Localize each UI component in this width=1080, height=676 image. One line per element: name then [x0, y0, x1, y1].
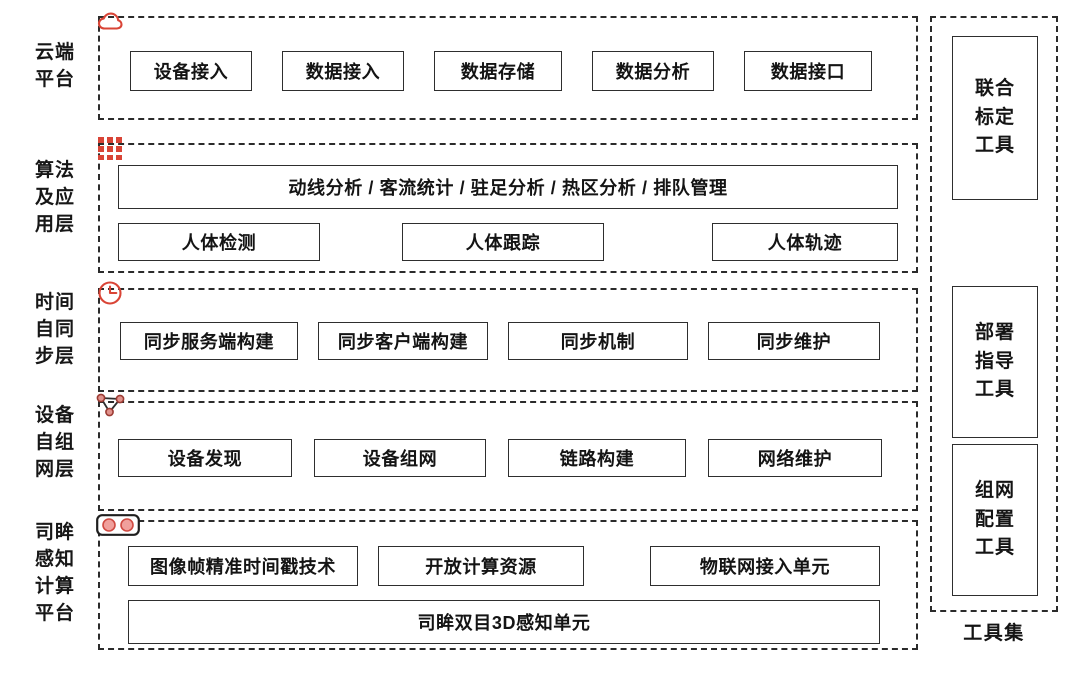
tool-box-network-config-tool[interactable]: 组网配置工具 — [952, 444, 1038, 596]
module-box[interactable]: 网络维护 — [708, 439, 882, 477]
binocular-icon — [96, 514, 140, 536]
layer-label-line: 自同 — [34, 318, 75, 340]
module-box[interactable]: 链路构建 — [508, 439, 686, 477]
tool-box-label-line: 部署 — [974, 322, 1015, 344]
toolset-caption: 工具集 — [963, 623, 1025, 644]
tool-box-label-line: 配置 — [974, 508, 1015, 530]
grid-apps-icon — [96, 135, 126, 161]
module-box[interactable]: 数据接口 — [744, 51, 872, 91]
module-box[interactable]: 数据分析 — [592, 51, 714, 91]
layer-label-line: 计算 — [34, 575, 75, 597]
layer-label-line: 平台 — [34, 602, 75, 624]
layer-container-perception-computing-platform: 图像帧精准时间戳技术开放计算资源 物联网接入单元司眸双目3D感知单元 — [96, 514, 918, 650]
module-box[interactable]: 数据接入 — [282, 51, 404, 91]
module-box[interactable]: 数据存储 — [434, 51, 562, 91]
layer-container-device-mesh-network-layer: 设备发现设备组网链路构建网络维护 — [96, 393, 918, 511]
layer-label-line: 司眸 — [34, 522, 75, 543]
module-box[interactable]: 动线分析 / 客流统计 / 驻足分析 / 热区分析 / 排队管理 — [118, 165, 898, 209]
layer-label-line: 及应 — [34, 186, 75, 208]
module-box[interactable]: 设备组网 — [314, 439, 486, 477]
toolset-panel: 联合标定工具部署指导工具组网配置工具 — [930, 16, 1058, 612]
layer-label-line: 设备 — [34, 405, 75, 426]
tool-box-label-line: 标定 — [974, 106, 1015, 128]
tool-box-deployment-guidance-tool[interactable]: 部署指导工具 — [952, 286, 1038, 438]
module-box[interactable]: 同步维护 — [708, 322, 880, 360]
layer-label-algorithm-application-layer: 算法及应用层 — [18, 158, 92, 239]
layer-label-cloud-platform: 云端平台 — [18, 40, 92, 94]
layer-label-line: 算法 — [34, 160, 75, 181]
module-box[interactable]: 物联网接入单元 — [650, 546, 880, 586]
layer-label-line: 网层 — [34, 458, 75, 480]
layer-label-line: 平台 — [34, 68, 75, 90]
layer-label-device-mesh-network-layer: 设备自组网层 — [18, 403, 92, 484]
module-box[interactable]: 设备发现 — [118, 439, 292, 477]
layer-label-line: 自组 — [34, 431, 75, 453]
module-box[interactable]: 设备接入 — [130, 51, 252, 91]
cloud-icon — [96, 8, 126, 34]
module-box[interactable]: 人体跟踪 — [402, 223, 604, 261]
tool-box-label-line: 工具 — [974, 135, 1015, 157]
layer-label-line: 用层 — [34, 213, 75, 235]
layer-label-line: 感知 — [34, 548, 75, 570]
mesh-network-icon — [96, 393, 126, 419]
module-box[interactable]: 人体检测 — [118, 223, 320, 261]
module-box[interactable]: 司眸双目3D感知单元 — [128, 600, 880, 644]
tool-box-label-line: 工具 — [974, 537, 1015, 559]
layer-label-line: 时间 — [34, 292, 75, 313]
module-box[interactable]: 同步客户端构建 — [318, 322, 488, 360]
layer-label-line: 步层 — [34, 345, 75, 367]
module-box[interactable]: 同步服务端构建 — [120, 322, 298, 360]
tool-box-label-line: 联合 — [974, 78, 1015, 100]
module-box[interactable]: 开放计算资源 — [378, 546, 584, 586]
layer-container-cloud-platform: 设备接入数据接入数据存储数据分析数据接口 — [97, 12, 918, 120]
tool-box-label-line: 工具 — [974, 379, 1015, 401]
module-box[interactable]: 图像帧精准时间戳技术 — [128, 546, 358, 586]
tool-box-joint-calibration-tool[interactable]: 联合标定工具 — [952, 36, 1038, 200]
clock-icon — [96, 280, 126, 306]
layer-label-line: 云端 — [34, 42, 75, 63]
tool-box-label-line: 组网 — [974, 480, 1015, 502]
module-box[interactable]: 同步机制 — [508, 322, 688, 360]
layer-label-perception-computing-platform: 司眸感知计算平台 — [18, 520, 92, 628]
layer-label-time-self-sync-layer: 时间自同步层 — [18, 290, 92, 371]
module-box[interactable]: 人体轨迹 — [712, 223, 898, 261]
layer-container-algorithm-application-layer: 动线分析 / 客流统计 / 驻足分析 / 热区分析 / 排队管理人体检测 人体跟踪… — [98, 137, 918, 273]
tool-box-label-line: 指导 — [974, 350, 1015, 372]
layer-container-time-self-sync-layer: 同步服务端构建同步客户端构建同步机制同步维护 — [98, 281, 918, 392]
